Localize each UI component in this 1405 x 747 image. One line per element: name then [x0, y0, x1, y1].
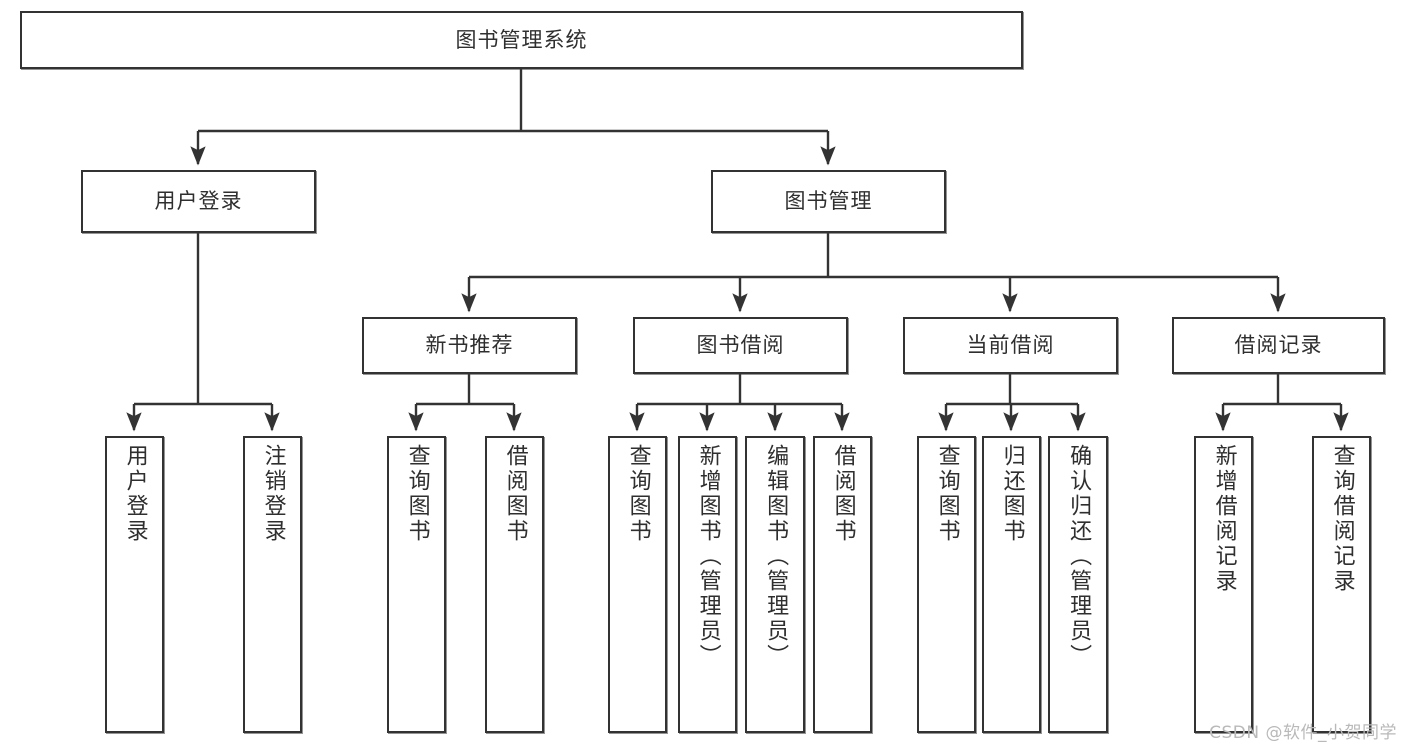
node-label: 查询借阅记录 — [1329, 444, 1355, 594]
node-leaf-edit-book-admin[interactable]: 编辑图书（管理员） — [745, 436, 805, 733]
node-user-login[interactable]: 用户登录 — [81, 170, 316, 233]
node-leaf-query-book-borrow[interactable]: 查询图书 — [608, 436, 667, 733]
node-book-borrow[interactable]: 图书借阅 — [633, 317, 848, 374]
node-label: 借阅图书 — [830, 444, 856, 544]
node-new-book-recommend[interactable]: 新书推荐 — [362, 317, 577, 374]
node-leaf-borrow-book[interactable]: 借阅图书 — [813, 436, 872, 733]
node-label: 编辑图书（管理员） — [763, 444, 789, 669]
node-book-manage[interactable]: 图书管理 — [711, 170, 946, 233]
node-borrow-record[interactable]: 借阅记录 — [1172, 317, 1385, 374]
connector-lines — [126, 69, 1349, 432]
node-label: 图书借阅 — [696, 333, 785, 358]
node-label: 图书管理 — [784, 189, 873, 214]
node-label: 用户登录 — [122, 444, 148, 544]
node-label: 新增借阅记录 — [1211, 444, 1237, 594]
node-leaf-query-borrow-record[interactable]: 查询借阅记录 — [1312, 436, 1371, 733]
node-leaf-logout[interactable]: 注销登录 — [243, 436, 302, 733]
node-label: 新书推荐 — [425, 333, 514, 358]
node-leaf-query-book-current[interactable]: 查询图书 — [917, 436, 976, 733]
node-current-borrow[interactable]: 当前借阅 — [903, 317, 1118, 374]
node-label: 当前借阅 — [966, 333, 1055, 358]
node-label: 查询图书 — [404, 444, 430, 544]
node-root[interactable]: 图书管理系统 — [20, 11, 1023, 69]
node-leaf-borrow-book-recommend[interactable]: 借阅图书 — [485, 436, 544, 733]
node-label: 用户登录 — [154, 189, 243, 214]
node-label: 查询图书 — [625, 444, 651, 544]
node-label: 借阅记录 — [1234, 333, 1323, 358]
node-leaf-query-book-recommend[interactable]: 查询图书 — [387, 436, 446, 733]
node-leaf-return-book[interactable]: 归还图书 — [982, 436, 1041, 733]
node-label: 归还图书 — [999, 444, 1025, 544]
node-label: 新增图书（管理员） — [695, 444, 721, 669]
node-leaf-confirm-return-admin[interactable]: 确认归还（管理员） — [1048, 436, 1108, 733]
node-label: 图书管理系统 — [455, 27, 588, 52]
node-label: 查询图书 — [934, 444, 960, 544]
node-leaf-user-login[interactable]: 用户登录 — [105, 436, 164, 733]
node-label: 确认归还（管理员） — [1066, 444, 1092, 669]
node-label: 注销登录 — [260, 444, 286, 544]
node-leaf-add-book-admin[interactable]: 新增图书（管理员） — [678, 436, 737, 733]
node-leaf-add-borrow-record[interactable]: 新增借阅记录 — [1194, 436, 1253, 733]
node-label: 借阅图书 — [502, 444, 528, 544]
